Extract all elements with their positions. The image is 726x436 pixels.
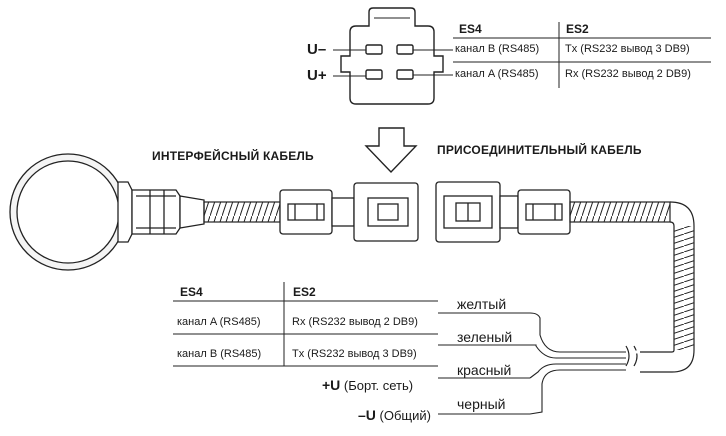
interface-plug xyxy=(279,182,419,242)
power-plus-label: +U (Борт. сеть) xyxy=(322,378,413,392)
wire-label-green: зеленый xyxy=(457,329,513,345)
interface-cable-sleeve xyxy=(203,201,281,223)
power-minus-desc: (Общий) xyxy=(379,408,431,423)
wire-table-row1-es4: канал A (RS485) xyxy=(177,316,261,328)
power-minus-symbol: –U xyxy=(358,407,376,423)
connector-table-header-es2: ES2 xyxy=(566,22,589,36)
wire-label-black: черный xyxy=(457,396,506,412)
connector-table-row2-es4: канал A (RS485) xyxy=(455,68,539,80)
u-plus-sign: + xyxy=(317,67,327,84)
connector-table-row1-es4: канал B (RS485) xyxy=(455,43,540,55)
u-plus-symbol: U xyxy=(307,67,318,84)
sensor-body xyxy=(9,153,205,271)
wire-label-red: красный xyxy=(457,362,512,378)
connector-face xyxy=(340,7,444,105)
u-minus-label: U– xyxy=(307,42,326,57)
wire-table-header-es2: ES2 xyxy=(293,285,316,299)
power-minus-label: –U (Общий) xyxy=(358,408,431,422)
connecting-cable-caption: ПРИСОЕДИНИТЕЛЬНЫЙ КАБЕЛЬ xyxy=(437,143,642,157)
down-arrow-icon xyxy=(364,127,418,174)
wire-table-row1-es2: Rx (RS232 вывод 2 DB9) xyxy=(292,316,418,328)
wire-leads xyxy=(529,312,626,415)
wire-table-row2-es4: канал B (RS485) xyxy=(177,348,262,360)
cable-break-mark xyxy=(625,345,638,367)
power-plus-desc: (Борт. сеть) xyxy=(343,378,414,393)
connecting-plug xyxy=(435,181,571,243)
u-minus-sign: – xyxy=(317,41,327,58)
pin-leaders xyxy=(333,49,453,77)
wire-table-lines xyxy=(173,282,530,415)
interface-cable-caption: ИНТЕРФЕЙСНЫЙ КАБЕЛЬ xyxy=(152,149,314,163)
power-plus-symbol: +U xyxy=(322,377,341,393)
connecting-cable-sleeve xyxy=(569,201,671,223)
u-minus-symbol: U xyxy=(307,41,318,58)
wire-table-row2-es2: Tx (RS232 вывод 3 DB9) xyxy=(292,348,417,360)
wire-label-yellow: желтый xyxy=(457,296,507,312)
connector-table-header-es4: ES4 xyxy=(459,22,482,36)
u-plus-label: U+ xyxy=(307,68,327,83)
wire-table-header-es4: ES4 xyxy=(180,285,203,299)
connector-table-row1-es2: Tx (RS232 вывод 3 DB9) xyxy=(565,43,690,55)
connector-table-lines xyxy=(453,22,711,88)
connector-table-row2-es2: Rx (RS232 вывод 2 DB9) xyxy=(565,68,691,80)
